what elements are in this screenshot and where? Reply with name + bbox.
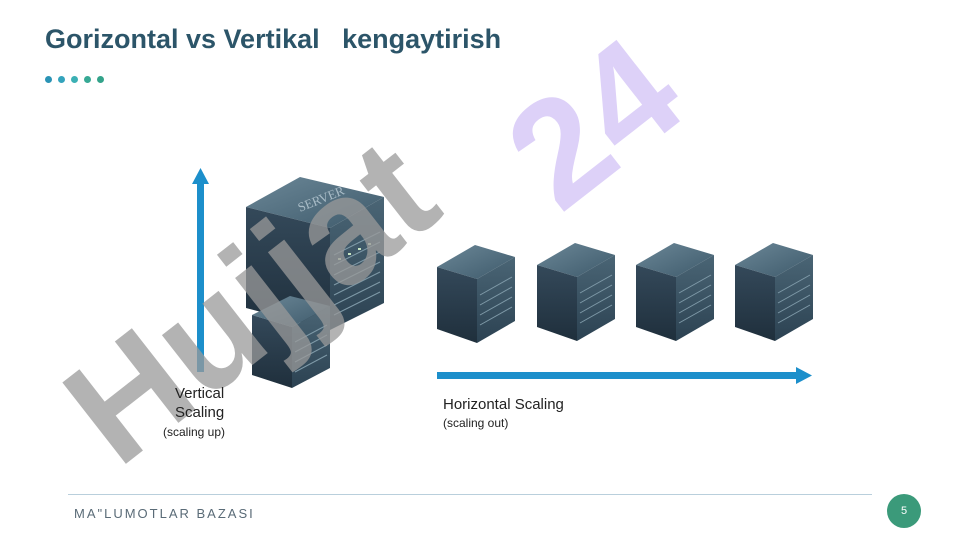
horizontal-arrow bbox=[437, 367, 812, 384]
vertical-arrow bbox=[192, 168, 209, 372]
vertical-scaling-line2: Scaling bbox=[175, 404, 225, 421]
footer-label: MA"LUMOTLAR BAZASI bbox=[74, 506, 255, 521]
decoration-dot bbox=[45, 76, 52, 83]
decoration-dot bbox=[97, 76, 104, 83]
decoration-dot bbox=[58, 76, 65, 83]
large-server-icon: SERVER bbox=[246, 177, 384, 330]
vertical-scaling-label: Vertical Scaling bbox=[175, 384, 265, 422]
decoration-dot bbox=[84, 76, 91, 83]
page-number-badge: 5 bbox=[887, 494, 921, 528]
decoration-dot bbox=[71, 76, 78, 83]
horizontal-server-icon bbox=[437, 245, 515, 343]
small-server-icon bbox=[252, 296, 330, 388]
footer-divider bbox=[68, 494, 872, 495]
horizontal-server-icon bbox=[636, 243, 714, 341]
horizontal-server-icon bbox=[537, 243, 615, 341]
title-decoration-dots bbox=[45, 76, 104, 83]
vertical-scaling-sub: (scaling up) bbox=[163, 425, 226, 439]
horizontal-scaling-sub: (scaling out) bbox=[443, 416, 509, 430]
vertical-scaling-line1: Vertical bbox=[175, 385, 225, 402]
horizontal-server-icon bbox=[735, 243, 813, 341]
horizontal-scaling-label: Horizontal Scaling bbox=[443, 396, 564, 413]
slide-title: Gorizontal vs Vertikal kengaytirish bbox=[45, 24, 502, 54]
